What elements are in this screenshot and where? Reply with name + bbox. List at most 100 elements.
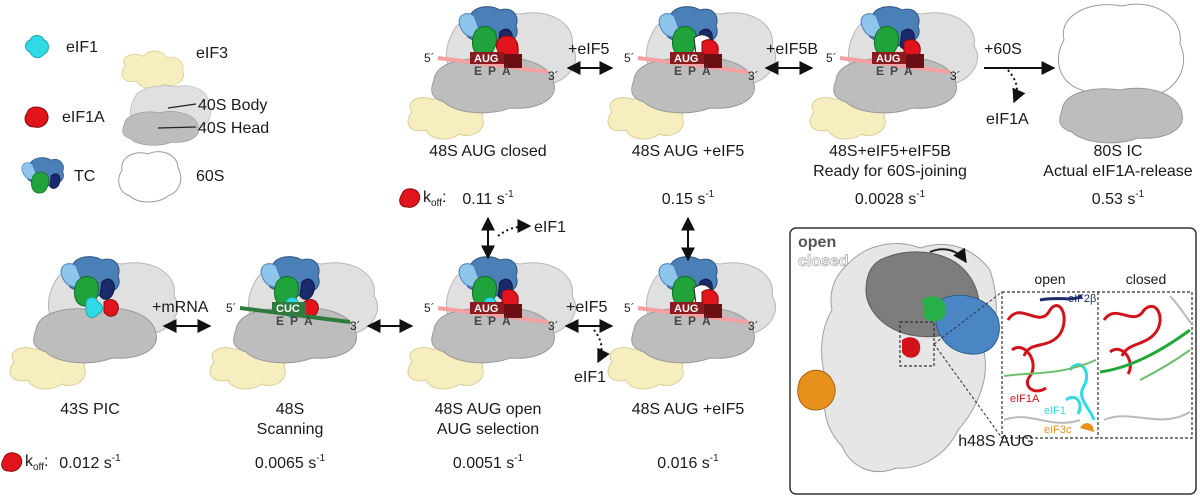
structure-inset: open closed eIF2β eIF1A eIF1 eIF3c bbox=[1001, 271, 1193, 439]
e-site: E bbox=[876, 64, 885, 78]
five-prime: 5´ bbox=[424, 301, 435, 315]
arrow-eif1-bottom bbox=[593, 329, 610, 364]
arrow-eif1-top bbox=[497, 219, 532, 237]
caption-80s-ic: 80S IC bbox=[1094, 143, 1143, 160]
e-site: E bbox=[674, 314, 683, 328]
label-eif2b: eIF2β bbox=[1068, 293, 1096, 305]
label-inset-eif1a: eIF1A bbox=[1010, 393, 1040, 405]
rate-48s-aug-eif5-bottom: 0.016 s-1 bbox=[657, 453, 719, 472]
rate-48s-scanning: 0.0065 s-1 bbox=[255, 453, 326, 472]
eif1-legend-label: eIF1 bbox=[66, 39, 98, 56]
rate-43s-pic: 0.012 s-1 bbox=[59, 453, 121, 472]
caption-aug-selection: AUG selection bbox=[437, 421, 539, 438]
stage-48s-aug-eif5-bottom: AUG E P A 5´ 3´ bbox=[607, 256, 777, 390]
60s-legend-icon bbox=[118, 151, 182, 203]
rate-48s-aug-eif5-top: 0.15 s-1 bbox=[662, 189, 715, 208]
legend: eIF1 eIF3 eIF1A 40S Body 40S Head TC 60S bbox=[21, 35, 269, 203]
koff-marker-bottom: koff: bbox=[1, 452, 48, 473]
e-site: E bbox=[276, 314, 285, 328]
five-prime: 5´ bbox=[624, 301, 635, 315]
stage-48s-aug-closed: AUG E P A 5´ 3´ bbox=[407, 6, 577, 140]
arrows bbox=[162, 61, 1056, 364]
codon-label: CUC bbox=[276, 303, 300, 315]
koff-k: k bbox=[25, 453, 34, 470]
eif1a-legend-icon bbox=[24, 106, 49, 128]
eif3-legend-icon bbox=[121, 50, 185, 89]
koff-marker-top: koff: bbox=[399, 188, 446, 209]
a-site: A bbox=[904, 64, 914, 78]
three-prime: 3´ bbox=[748, 69, 759, 83]
40s-head-legend-label: 40S Head bbox=[198, 120, 269, 137]
five-prime: 5´ bbox=[226, 301, 237, 315]
h48s-surface bbox=[797, 243, 1003, 473]
e-site: E bbox=[474, 314, 483, 328]
40s-body-legend-label: 40S Body bbox=[198, 97, 267, 114]
e-site: E bbox=[474, 64, 483, 78]
codon-label: AUG bbox=[474, 53, 498, 65]
stage-48s-aug-open: AUG E P A 5´ 3´ bbox=[407, 256, 577, 390]
p-site: P bbox=[890, 64, 899, 78]
caption-ready-60s: Ready for 60S-joining bbox=[813, 163, 967, 180]
label-inset-eif3c: eIF3c bbox=[1044, 424, 1072, 436]
rate-48s-eif5-eif5b: 0.0028 s-1 bbox=[855, 189, 926, 208]
svg-text:koff:: koff: bbox=[25, 453, 48, 473]
stage-80s-ic bbox=[1057, 3, 1185, 144]
label-eif1a-release: eIF1A bbox=[986, 111, 1029, 128]
p-site: P bbox=[688, 314, 697, 328]
caption-eif1a-release: Actual eIF1A-release bbox=[1043, 163, 1193, 180]
label-plus-eif5b: +eIF5B bbox=[766, 41, 818, 58]
stage-48s-scanning: CUC E P A 5´ 3´ bbox=[209, 256, 379, 390]
caption-48s-aug-eif5-bottom: 48S AUG +eIF5 bbox=[632, 401, 745, 418]
a-site: A bbox=[502, 314, 512, 328]
caption-48s: 48S bbox=[276, 401, 304, 418]
panel-title: h48S AUG bbox=[958, 433, 1034, 450]
label-plus-mrna: +mRNA bbox=[152, 299, 209, 316]
a-site: A bbox=[304, 314, 314, 328]
stage-43s-pic bbox=[9, 256, 179, 390]
a-site: A bbox=[702, 64, 712, 78]
rate-80s-ic: 0.53 s-1 bbox=[1092, 189, 1145, 208]
label-plus-eif5-bottom: +eIF5 bbox=[566, 299, 607, 316]
p-site: P bbox=[688, 64, 697, 78]
eif3-legend-label: eIF3 bbox=[196, 45, 228, 62]
caption-48s-eif5-eif5b: 48S+eIF5+eIF5B bbox=[829, 143, 951, 160]
three-prime: 3´ bbox=[350, 319, 361, 333]
a-site: A bbox=[502, 64, 512, 78]
caption-scanning: Scanning bbox=[257, 421, 324, 438]
60s-legend-label: 60S bbox=[196, 168, 224, 185]
tc-legend-label: TC bbox=[74, 168, 95, 185]
p-site: P bbox=[488, 64, 497, 78]
inset-open-label: open bbox=[1034, 271, 1065, 287]
arrow-eif1a-release bbox=[1007, 69, 1026, 104]
label-eif1-top: eIF1 bbox=[534, 219, 566, 236]
e-site: E bbox=[674, 64, 683, 78]
captions: 48S AUG closed 48S AUG +eIF5 48S+eIF5+eI… bbox=[60, 143, 1193, 438]
koff-k: k bbox=[423, 189, 432, 206]
label-plus-60s: +60S bbox=[984, 41, 1022, 58]
codon-label: AUG bbox=[674, 53, 698, 65]
five-prime: 5´ bbox=[826, 51, 837, 65]
five-prime: 5´ bbox=[424, 51, 435, 65]
three-prime: 3´ bbox=[548, 69, 559, 83]
codon-label: AUG bbox=[474, 303, 498, 315]
caption-48s-aug-closed: 48S AUG closed bbox=[429, 143, 546, 160]
a-site: A bbox=[702, 314, 712, 328]
three-prime: 3´ bbox=[548, 319, 559, 333]
stage-48s-aug-eif5-top: AUG E P A 5´ 3´ bbox=[607, 6, 777, 140]
three-prime: 3´ bbox=[748, 319, 759, 333]
panel-closed-label: closed bbox=[798, 253, 849, 270]
codon-label: AUG bbox=[674, 303, 698, 315]
koff-sub: off bbox=[33, 462, 44, 473]
label-eif1-bottom: eIF1 bbox=[574, 369, 606, 386]
koff-colon: : bbox=[44, 453, 48, 470]
eif1-legend-icon bbox=[25, 35, 49, 59]
svg-text:koff:: koff: bbox=[423, 189, 446, 209]
koff-sub: off bbox=[431, 198, 442, 209]
rate-48s-aug-closed: 0.11 s-1 bbox=[462, 189, 514, 208]
p-site: P bbox=[488, 314, 497, 328]
rates: 0.11 s-1 0.15 s-1 0.0028 s-1 0.53 s-1 0.… bbox=[59, 189, 1144, 472]
structure-panel: open closed open closed bbox=[789, 227, 1197, 495]
inset-closed-label: closed bbox=[1126, 271, 1166, 287]
stage-48s-eif5-eif5b: AUG E P A 5´ 3´ bbox=[809, 6, 979, 140]
